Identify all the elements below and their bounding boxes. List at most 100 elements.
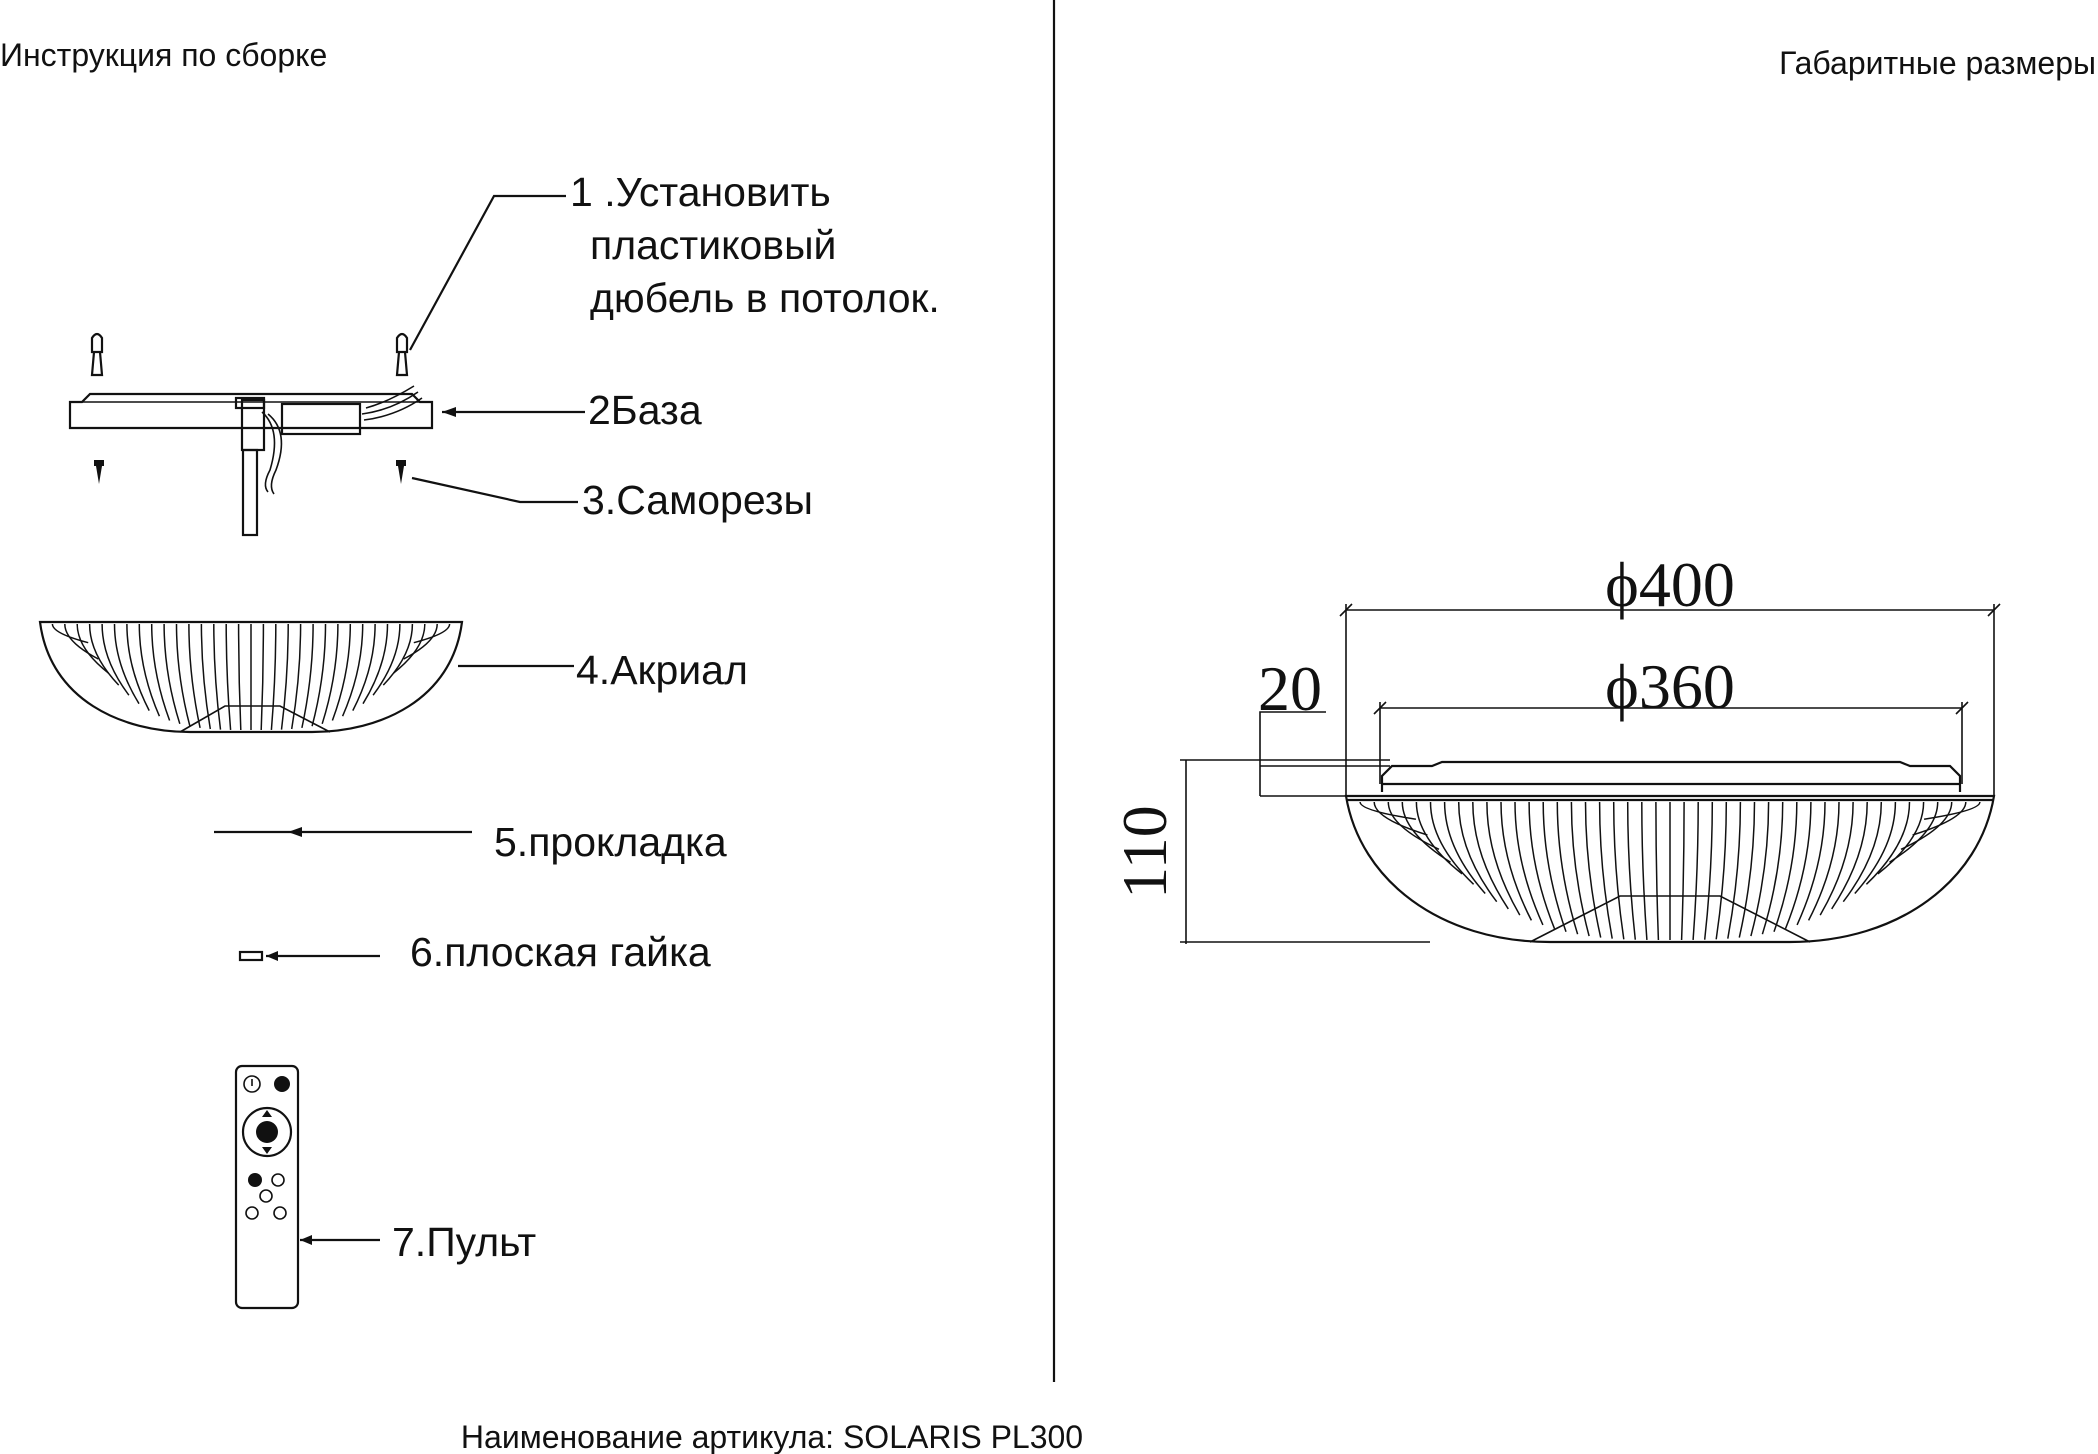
shade-rib-line [225, 623, 232, 730]
step1-label-line3: дюбель в потолок. [590, 275, 940, 321]
shade-rib-line [1387, 801, 1440, 850]
shade-rib-line [1598, 801, 1613, 939]
shade-rib-line [1443, 801, 1486, 894]
shade-rib-line [1877, 801, 1925, 875]
total-height-label: 110 [1109, 805, 1180, 899]
shade-rib-line [331, 623, 352, 721]
shade-rib-line [1556, 801, 1579, 935]
shade-rib-line [1626, 801, 1637, 940]
base-plate [68, 385, 434, 537]
shade-rib-line [1842, 801, 1883, 903]
inner-diameter-dimension [1373, 701, 1969, 784]
total-height-dimension [1180, 759, 1430, 944]
step2-label: 2База [588, 387, 702, 433]
shade-rib-line [213, 623, 222, 730]
shade-rib-line [1912, 801, 1967, 836]
shade-rib-line [1472, 801, 1509, 910]
shade-rib-line [1500, 801, 1533, 921]
shade-rib-line [1514, 801, 1544, 926]
shade-rib-line [301, 623, 314, 729]
shade-rib-line [413, 623, 451, 644]
shade-rib-line [1415, 801, 1463, 875]
shade-rib-line [64, 623, 99, 660]
shade-rib-line [290, 623, 302, 730]
shade-rib-line [1528, 801, 1556, 929]
step4-label: 4.Акриал [576, 647, 748, 693]
outer-diameter-label: ϕ400 [1605, 549, 1735, 620]
step5-arrowhead [288, 827, 302, 837]
acrylic-shade [38, 620, 464, 734]
remote-control [234, 1064, 300, 1310]
shade-rib-line [393, 623, 426, 674]
shade-rib-line [352, 623, 376, 711]
shade-rib-line [1831, 801, 1868, 910]
step6-arrowhead [266, 951, 278, 961]
shade-rib-line [1854, 801, 1897, 894]
base-height-dimension [1259, 711, 1390, 797]
shade-rib-line [260, 623, 265, 731]
shade-rib-line [1807, 801, 1840, 921]
fixture-shade-profile [1344, 794, 1996, 944]
shade-rib-line [126, 623, 150, 711]
shade-rib-line [341, 623, 364, 717]
shade-rib-line [1761, 801, 1784, 935]
screw-right [396, 460, 406, 484]
shade-rib-line [270, 623, 277, 730]
screw-left [94, 460, 104, 484]
assembly-instructions-title: Инструкция по сборке [0, 37, 327, 73]
base-height-label: 20 [1258, 653, 1322, 724]
step1-leader-line [409, 194, 566, 351]
shade-rib-line [1570, 801, 1590, 937]
shade-rib-line [1796, 801, 1826, 926]
shade-rib-line [200, 623, 212, 730]
plastic-dowel-left [90, 332, 104, 377]
shade-rib-line [1680, 801, 1685, 941]
step7-arrowhead [300, 1235, 312, 1245]
shade-rib-line [188, 623, 201, 729]
shade-rib-line [1773, 801, 1798, 932]
shade-rib-line [1373, 801, 1428, 836]
shade-rib-line [1784, 801, 1812, 929]
shade-rib-line [1429, 801, 1475, 885]
shade-rib-line [280, 623, 289, 730]
article-name: Наименование артикула: SOLARIS PL300 [461, 1419, 1083, 1454]
shade-rib-line [51, 623, 89, 644]
fixture-base-profile [1380, 760, 1962, 792]
step1-label-line1: 1 .Установить [570, 169, 831, 215]
shade-rib-line [1612, 801, 1625, 940]
shade-rib-line [113, 623, 140, 705]
dimensions-title: Габаритные размеры [1779, 45, 2096, 81]
shade-rib-line [1889, 801, 1939, 863]
step7-label: 7.Пульт [392, 1219, 536, 1265]
shade-rib-line [403, 623, 438, 660]
flat-nut [238, 950, 264, 962]
shade-rib-line [1865, 801, 1911, 885]
shade-rib-line [101, 623, 130, 696]
shade-rib-line [1359, 801, 1417, 820]
shade-rib-line [362, 623, 389, 705]
shade-rib-line [150, 623, 171, 721]
shade-rib-line [163, 623, 181, 725]
shade-rib-line [1486, 801, 1521, 916]
shade-rib-line [372, 623, 401, 696]
step3-label: 3.Саморезы [582, 477, 813, 523]
shade-rib-line [175, 623, 191, 727]
step3-leader-line [411, 476, 578, 504]
shade-rib-line [1692, 801, 1699, 940]
step1-label-line2: пластиковый [590, 222, 836, 268]
shade-rib-line [1715, 801, 1728, 940]
shade-rib-line [1738, 801, 1756, 938]
shade-rib-line [88, 623, 120, 686]
shade-rib-line [1750, 801, 1770, 937]
outer-diameter-dimension [1339, 603, 2001, 796]
shade-rib-line [1655, 801, 1660, 941]
shade-rib-line [1542, 801, 1567, 932]
shade-rib-line [321, 623, 339, 725]
shade-rib-line [1923, 801, 1981, 820]
shade-rib-line [76, 623, 109, 674]
shade-rib-line [1457, 801, 1498, 903]
step2-arrowhead [442, 407, 456, 417]
shade-rib-line [1703, 801, 1714, 940]
shade-rib-line [1819, 801, 1854, 916]
